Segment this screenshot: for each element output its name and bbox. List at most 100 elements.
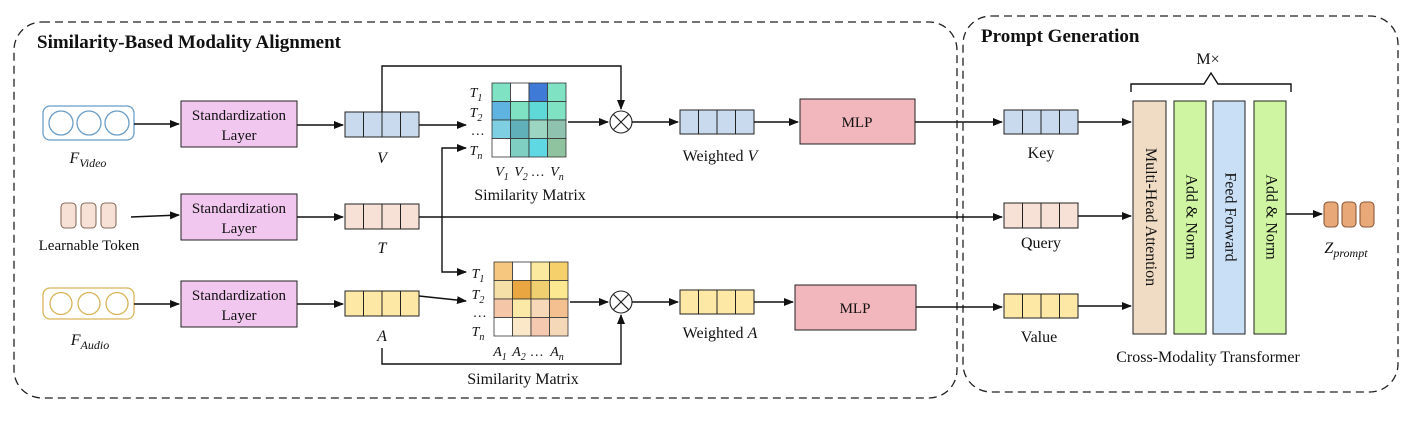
svg-text:Layer: Layer [222,308,257,324]
repeat-brace [1130,71,1292,92]
add-norm-block-1: Add & Norm [1173,100,1207,335]
video-matrix-col-label: … [532,165,544,180]
video-matrix-caption: Similarity Matrix [474,187,586,204]
vector-a [344,290,420,317]
svg-text:Add & Norm: Add & Norm [1262,174,1279,260]
audio-matrix-cell [493,298,513,318]
value-label: Value [1021,329,1057,346]
audio-matrix-cell [512,298,532,318]
prompt-section-frame [962,15,1399,393]
svg-text:Layer: Layer [222,221,257,237]
vector-v [344,111,420,138]
audio-matrix-cell [512,280,532,300]
video-matrix-cell [547,82,567,102]
video-matrix-cell [547,101,567,121]
video-matrix-cell [491,82,511,102]
audio-similarity-matrix [493,261,569,337]
prompt-output-label: Zprompt [1324,240,1368,260]
svg-text:Add & Norm: Add & Norm [1182,174,1199,260]
video-matrix-row-label: Tn [470,144,483,162]
prompt-section-title: Prompt Generation [981,26,1140,47]
audio-matrix-col-label: An [549,345,564,363]
multiply-video [609,110,633,134]
svg-text:Standardization: Standardization [192,201,287,217]
audio-matrix-cell [530,298,550,318]
audio-matrix-cell [549,280,569,300]
svg-text:Feed Forward: Feed Forward [1221,172,1238,261]
svg-text:MLP: MLP [842,115,873,131]
value-vector [1003,293,1079,319]
audio-input-rings [49,291,129,316]
alignment-section-title: Similarity-Based Modality Alignment [37,32,342,53]
video-matrix-cell [510,138,530,158]
video-matrix-col-labels: V1 V2 … Vn [495,165,564,183]
weighted-a-vector [679,289,755,315]
audio-matrix-cell [549,261,569,281]
feed-forward-block: Feed Forward [1212,100,1246,335]
audio-matrix-col-label: A2 [511,345,526,363]
svg-text:Multi-Head Attention: Multi-Head Attention [1142,148,1159,286]
svg-text:Layer: Layer [222,128,257,144]
video-matrix-col-label: V1 [495,165,509,183]
vector-t [344,203,420,230]
vector-a-label: A [376,328,387,345]
transformer-caption: Cross-Modality Transformer [1116,349,1300,366]
audio-matrix-caption: Similarity Matrix [467,371,579,388]
audio-matrix-row-label: … [474,306,486,321]
svg-text:MLP: MLP [840,301,871,317]
weighted-v-label: Weighted V [683,148,760,165]
learnable-token-icon [60,202,117,229]
audio-matrix-col-label: … [531,345,543,360]
query-label: Query [1021,235,1061,252]
key-label: Key [1028,145,1055,162]
video-matrix-cell [528,82,548,102]
vector-v-label: V [377,150,389,167]
key-vector [1003,109,1079,135]
audio-matrix-cell [493,280,513,300]
audio-matrix-cell [530,317,550,337]
repeat-label: M× [1196,51,1219,68]
video-matrix-cell [510,82,530,102]
video-matrix-col-label: V2 [514,165,528,183]
alignment-section-frame [13,21,958,399]
audio-matrix-cell [493,261,513,281]
weighted-a-label: Weighted A [683,325,758,342]
video-matrix-cell [510,101,530,121]
video-matrix-cell [510,119,530,139]
audio-matrix-row-label: T1 [472,267,485,285]
video-matrix-cell [547,138,567,158]
audio-matrix-cell [512,317,532,337]
audio-matrix-cell [530,280,550,300]
prompt-output-icon [1323,201,1375,228]
video-matrix-cell [528,101,548,121]
video-matrix-cell [528,119,548,139]
video-similarity-matrix [491,82,567,158]
audio-matrix-cell [493,317,513,337]
connectors [130,65,1323,365]
video-matrix-row-label: T2 [470,106,483,124]
vector-t-label: T [378,240,388,257]
query-vector [1003,202,1079,229]
audio-matrix-cell [530,261,550,281]
audio-input-label: FAudio [70,332,109,352]
add-norm-block-2: Add & Norm [1253,100,1287,335]
mlp-audio: MLP [794,284,917,331]
video-input-box [42,105,135,141]
audio-matrix-cell [512,261,532,281]
multi-head-attention-block: Multi-Head Attention [1132,100,1167,335]
audio-matrix-cell [549,317,569,337]
video-matrix-row-label: T1 [470,86,483,104]
video-input-rings [48,110,130,136]
mlp-video: MLP [799,98,916,145]
video-matrix-cell [491,138,511,158]
std-layer-video: Standardization Layer [180,100,298,148]
video-matrix-cell [528,138,548,158]
audio-matrix-col-label: A1 [492,345,507,363]
video-matrix-col-label: Vn [550,165,564,183]
video-matrix-row-label: … [472,124,484,139]
